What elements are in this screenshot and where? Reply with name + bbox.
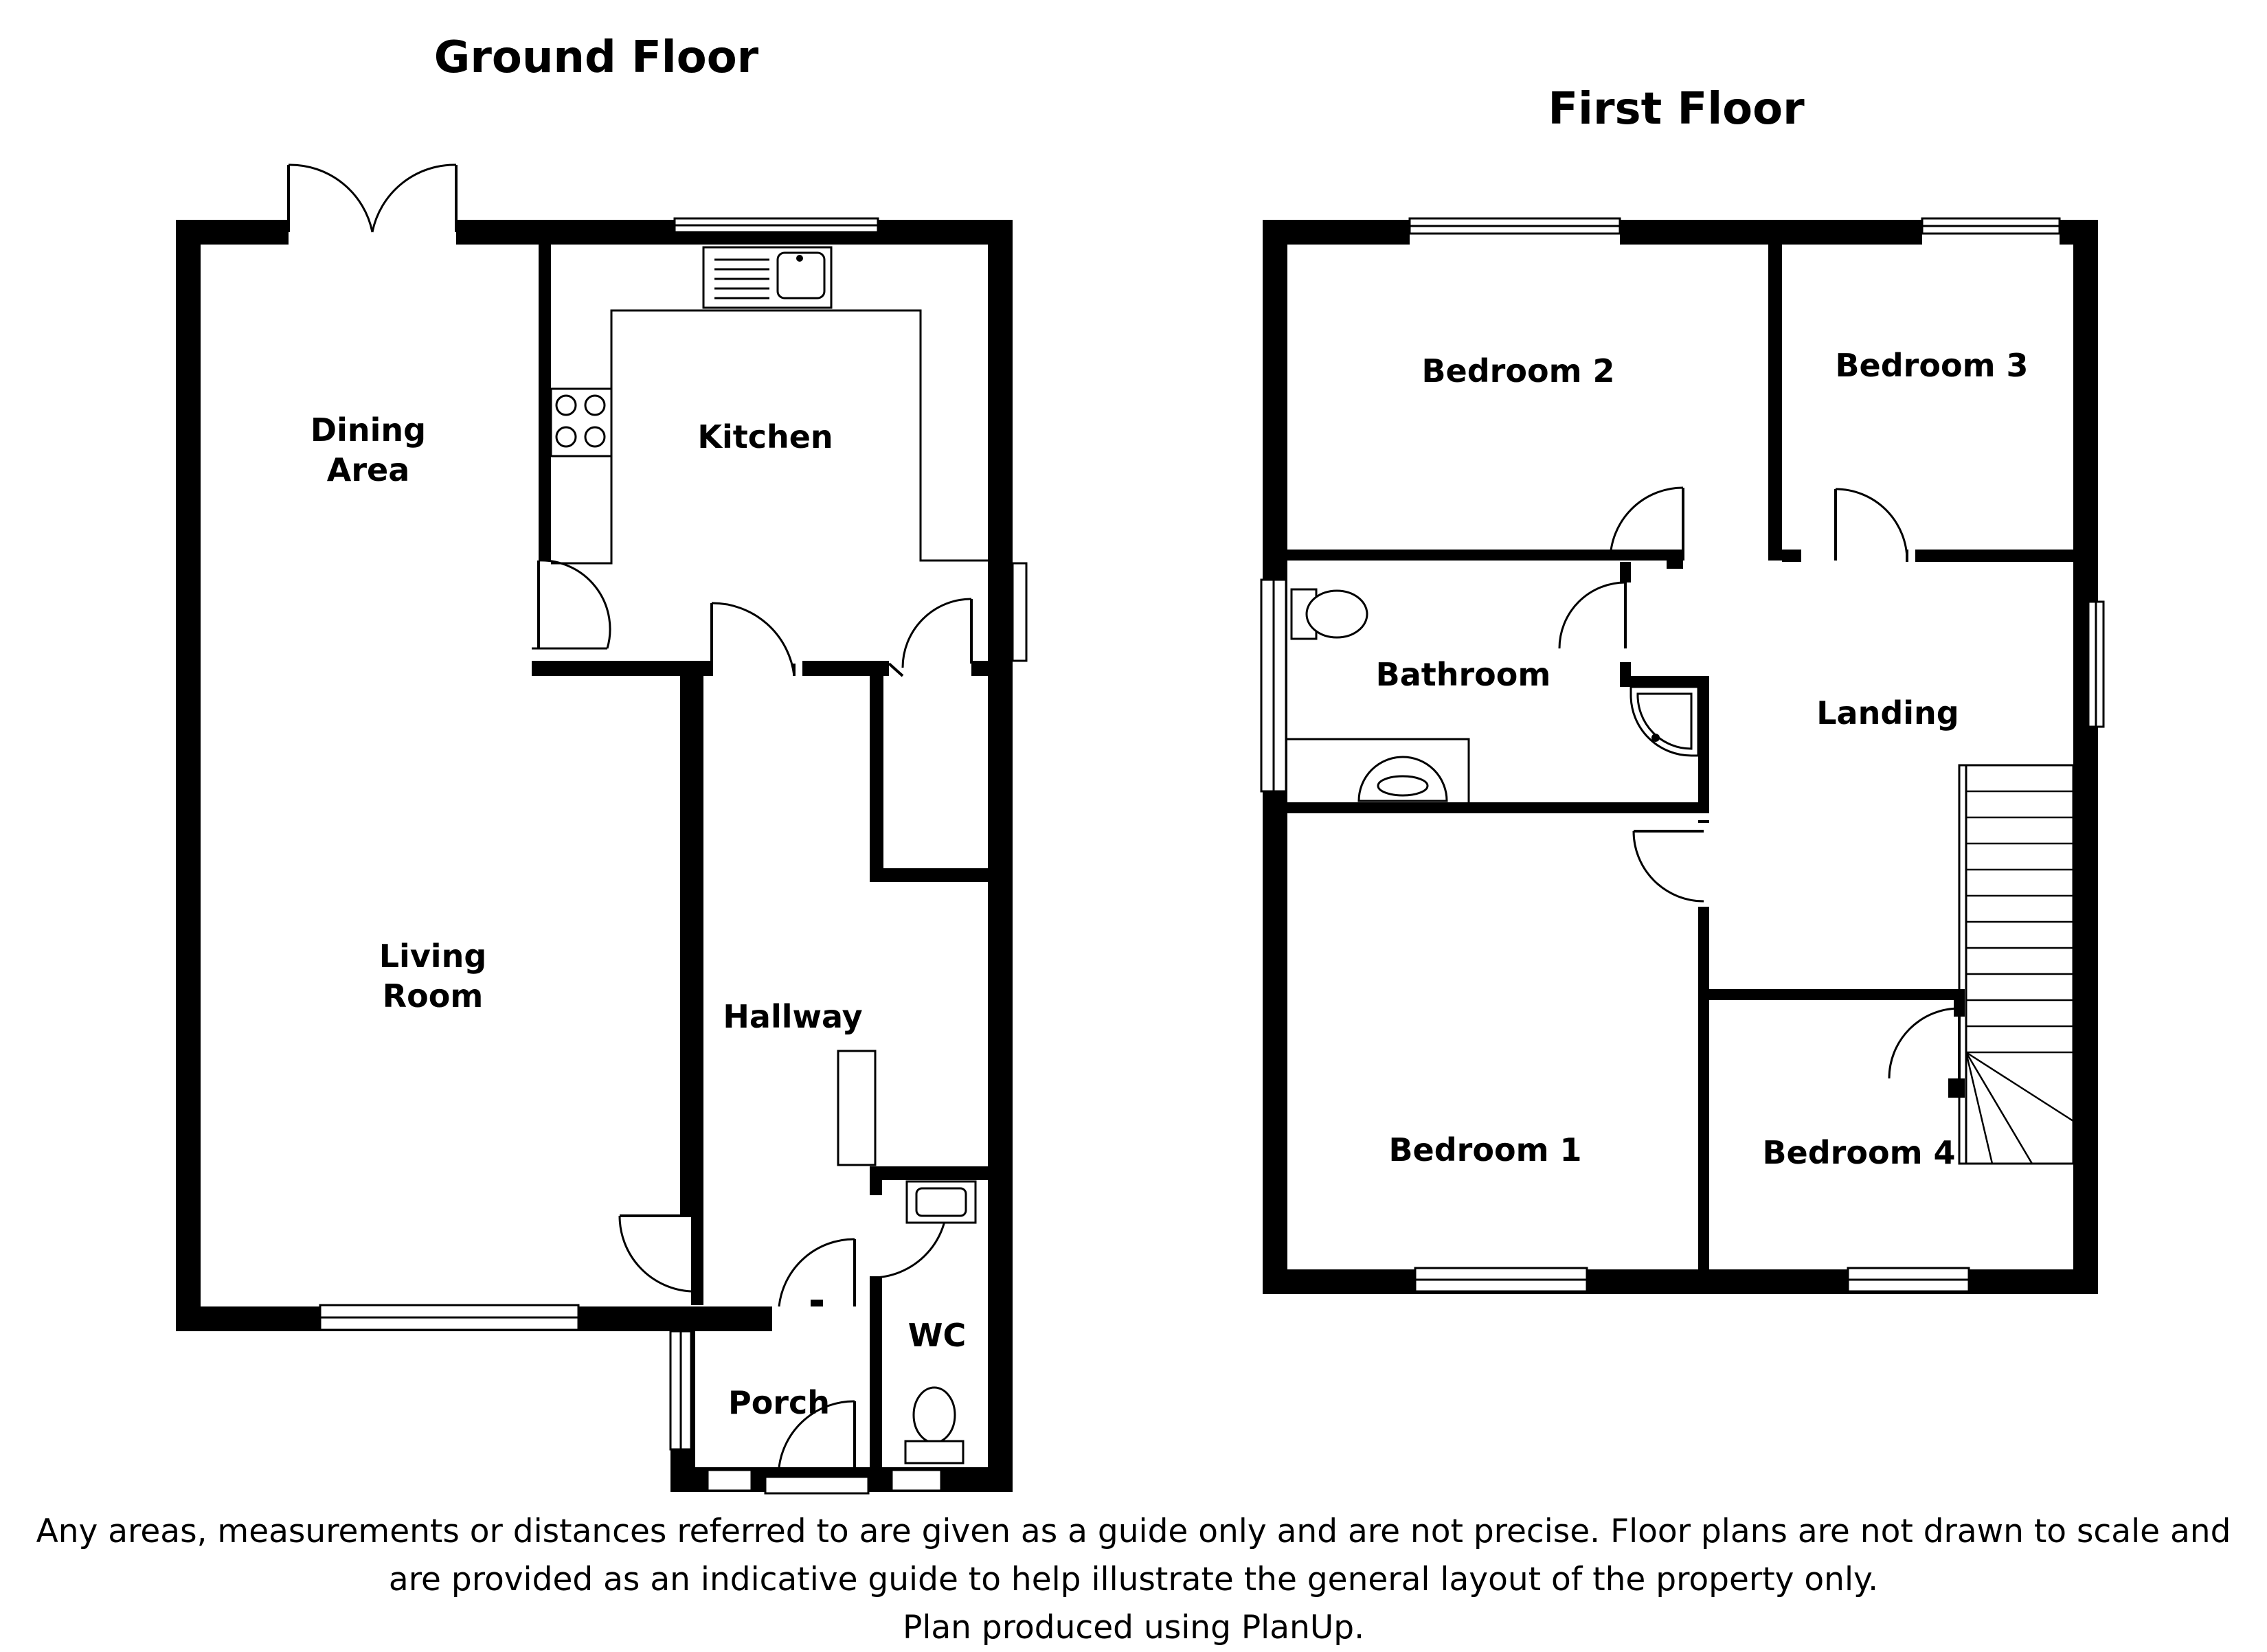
basin-icon [1357, 756, 1448, 802]
ground-doors [532, 559, 973, 1495]
room-label-bedroom-2: Bedroom 2 [1421, 352, 1614, 389]
room-label-bedroom-1: Bedroom 1 [1388, 1131, 1581, 1168]
window-icon [706, 1469, 753, 1492]
room-label-bathroom: Bathroom [1376, 656, 1551, 693]
room-label-living-2: Room [383, 977, 484, 1015]
toilet-icon [904, 1386, 965, 1464]
room-label-landing: Landing [1816, 694, 1959, 732]
door-icon [764, 1400, 870, 1495]
window-icon [1011, 562, 1028, 662]
wc-fixtures [904, 1180, 977, 1464]
door-icon [1609, 486, 1684, 561]
door-icon [778, 1238, 856, 1307]
toilet-icon [1290, 588, 1368, 640]
ground-floor-plan: Dining Area Kitchen Living Room Hallway … [176, 163, 1028, 1495]
door-icon [532, 559, 611, 650]
door-icon [1834, 488, 1908, 562]
bathroom-fixtures [1287, 588, 1700, 802]
door-icon [618, 1214, 692, 1293]
room-label-kitchen: Kitchen [697, 418, 833, 455]
room-label-bedroom-4: Bedroom 4 [1762, 1134, 1955, 1171]
window-icon [890, 1469, 943, 1492]
first-windows [1260, 217, 2105, 1293]
disclaimer-line-1: Any areas, measurements or distances ref… [36, 1513, 2231, 1550]
shower-icon [1629, 686, 1700, 757]
kitchen-fixtures [550, 246, 988, 565]
ground-windows [319, 217, 1028, 1495]
first-interior-walls [1287, 245, 2073, 1269]
room-label-dining-2: Area [327, 451, 410, 488]
door-icon [710, 602, 796, 677]
door-icon [1558, 581, 1627, 649]
floor-plan: Ground Floor First Floor [176, 32, 2105, 1495]
room-label-bedroom-3: Bedroom 3 [1835, 347, 2028, 384]
door-icon [1888, 1007, 1961, 1079]
disclaimer-line-3: Plan produced using PlanUp. [902, 1609, 1365, 1647]
room-label-hallway: Hallway [723, 998, 862, 1035]
disclaimer-line-2: are provided as an indicative guide to h… [388, 1561, 1879, 1598]
room-label-living: Living [379, 938, 487, 975]
first-floor-title: First Floor [1548, 84, 1805, 135]
radiator-icon [837, 1050, 877, 1166]
room-label-dining: Dining [311, 411, 426, 449]
ground-floor-title: Ground Floor [434, 32, 759, 83]
staircase-icon [1958, 764, 2075, 1165]
room-label-wc: WC [908, 1317, 967, 1354]
room-label-porch: Porch [728, 1384, 830, 1421]
ground-interior-walls [532, 245, 988, 1467]
door-icon [888, 598, 973, 677]
disclaimer: Any areas, measurements or distances ref… [34, 1508, 2233, 1652]
first-floor-plan: Bedroom 2 Bedroom 3 Bathroom Landing Bed… [1260, 217, 2105, 1294]
door-icon [1632, 820, 1709, 903]
door-icon [287, 163, 458, 233]
